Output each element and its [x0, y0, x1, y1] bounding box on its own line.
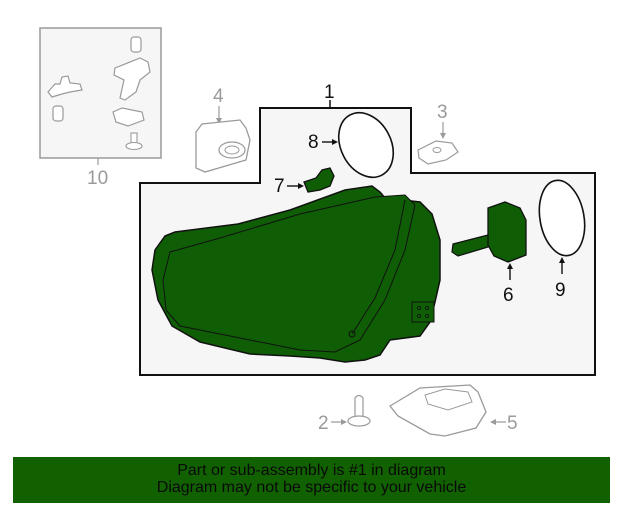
banner-line-2: Diagram may not be specific to your vehi… [156, 479, 467, 496]
arrowhead-3-icon [440, 133, 446, 139]
kit-pin-icon [130, 36, 142, 53]
info-banner: Part or sub-assembly is #1 in diagram Di… [13, 457, 610, 503]
arrowhead-2-icon [341, 419, 347, 425]
control-module-group[interactable]: 4 [195, 86, 251, 173]
socket-body-icon [487, 201, 527, 263]
callout-7[interactable]: 7 [274, 176, 285, 197]
clip-hole-icon [432, 147, 442, 153]
screw-icon [354, 394, 364, 419]
callout-5[interactable]: 5 [507, 413, 518, 434]
bracket-hole-icon [416, 305, 421, 310]
screw-2-group[interactable]: 2 [318, 394, 371, 435]
arrowhead-8-icon [332, 139, 338, 145]
bracket-hole-icon [416, 313, 421, 318]
banner-line-1: Part or sub-assembly is #1 in diagram [177, 462, 446, 479]
socket-6-group[interactable]: 6 [451, 201, 527, 306]
seal-8-icon [337, 111, 395, 179]
repair-kit-group[interactable]: 10 [39, 27, 162, 189]
control-module-lens-inner-icon [224, 145, 240, 155]
callout-3[interactable]: 3 [437, 102, 448, 123]
seal-8-group[interactable]: 8 [308, 103, 404, 187]
headlamp-screw-hole-icon [348, 330, 356, 338]
screw-head-icon [347, 415, 371, 427]
bulb-7-group[interactable]: 7 [274, 167, 335, 197]
headlamp-assembly[interactable] [151, 185, 441, 363]
seal-9-group[interactable]: 9 [534, 177, 591, 301]
arrowhead-6-icon [507, 263, 513, 269]
callout-1[interactable]: 1 [324, 82, 335, 103]
kit-pin-icon [52, 105, 64, 122]
kit-connector-icon [47, 75, 83, 98]
callout-4[interactable]: 4 [213, 86, 224, 107]
headlamp-bracket-icon [411, 301, 435, 323]
bulb-icon [303, 167, 335, 193]
arrowhead-4-icon [216, 118, 222, 124]
callout-10[interactable]: 10 [87, 168, 108, 189]
callout-2[interactable]: 2 [318, 413, 329, 434]
seal-9-icon [538, 179, 586, 257]
headlamp-lens-icon [162, 194, 416, 353]
ballast-top-icon [424, 388, 473, 411]
callout-9[interactable]: 9 [555, 280, 566, 301]
arrowhead-7-icon [298, 183, 304, 189]
kit-bracket-icon [113, 57, 151, 101]
kit-screw-head-icon [125, 141, 143, 151]
socket-stem-icon [451, 233, 499, 257]
callout-8[interactable]: 8 [308, 132, 319, 153]
ballast-5-group[interactable]: 5 [389, 384, 518, 437]
bracket-hole-icon [424, 305, 429, 310]
bracket-hole-icon [424, 313, 429, 318]
callout-6[interactable]: 6 [503, 285, 514, 306]
arrowhead-5-icon [490, 419, 496, 425]
clip-nut-group[interactable]: 3 [417, 102, 459, 165]
kit-plate-icon [112, 107, 145, 127]
headlamp-trim-line [351, 199, 406, 335]
arrowhead-9-icon [559, 257, 565, 263]
